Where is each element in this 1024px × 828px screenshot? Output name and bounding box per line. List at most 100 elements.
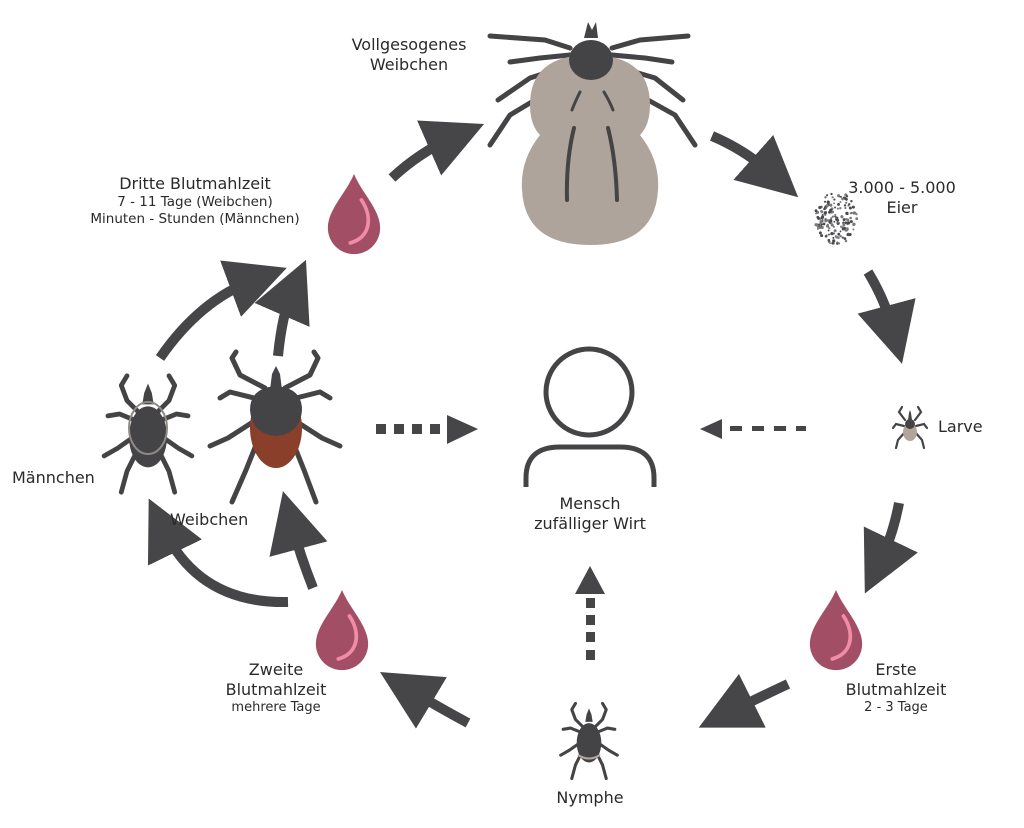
egg-dot (820, 210, 824, 214)
egg-dot (840, 195, 842, 198)
egg-dot (833, 229, 837, 233)
egg-dot (855, 217, 859, 221)
egg-dot (842, 223, 846, 227)
egg-dot (846, 233, 850, 237)
egg-dot (826, 200, 830, 204)
egg-dot (845, 227, 849, 231)
egg-dot (824, 234, 828, 238)
person-icon (523, 346, 657, 487)
egg-dot (848, 203, 851, 206)
egg-dot (840, 215, 844, 219)
egg-dot (826, 194, 829, 197)
egg-dot (846, 219, 850, 222)
egg-dot (839, 207, 842, 210)
arrow-third-meal-to-engorged (388, 120, 485, 182)
egg-dot (837, 221, 839, 224)
egg-dot (816, 227, 819, 230)
egg-dot (823, 211, 828, 215)
egg-dot (836, 207, 839, 210)
egg-dot (843, 237, 847, 240)
egg-dot (836, 218, 840, 222)
egg-dot (832, 236, 835, 239)
egg-dot (846, 221, 849, 225)
egg-dot (851, 205, 855, 209)
egg-dot (835, 235, 838, 238)
dashed-arrow-larva-to-human (700, 419, 806, 439)
arrow-second-meal-to-female (269, 491, 328, 590)
egg-dot (818, 231, 822, 235)
blood-drop-first-meal-icon (808, 587, 864, 673)
label-nymph: Nymphe (556, 788, 624, 807)
egg-dot (848, 232, 852, 237)
arrow-larva-to-first-meal (863, 502, 918, 594)
egg-dot (845, 218, 848, 221)
egg-dot (831, 196, 834, 199)
blood-drop-third-meal-icon (326, 171, 382, 257)
dotted-arrow-nymph-to-human (575, 566, 605, 660)
arrow-first-meal-to-nymph (698, 673, 791, 728)
eggs-cluster-icon (814, 192, 859, 245)
egg-dot (822, 222, 826, 226)
egg-dot (827, 238, 831, 242)
egg-dot (828, 208, 833, 213)
egg-dot (837, 232, 841, 236)
egg-dot (814, 209, 818, 213)
egg-dot (831, 241, 835, 245)
arrow-nymph-to-second-meal (379, 671, 471, 729)
arrow-female-to-third-meal (254, 259, 310, 357)
nymph-tick-icon (559, 701, 619, 781)
cycle-arrows (147, 120, 918, 729)
egg-dot (816, 224, 819, 227)
arrow-male-to-third-meal (155, 260, 287, 361)
egg-dot (818, 226, 822, 230)
incidental-host-arrows (376, 415, 806, 660)
egg-dot (823, 200, 827, 203)
label-engorged-female: Vollgesogenes Weibchen (351, 35, 467, 74)
egg-dot (852, 222, 856, 226)
egg-dot (845, 195, 849, 198)
egg-dot (842, 218, 846, 222)
egg-dot (834, 215, 837, 218)
egg-dot (825, 204, 829, 208)
egg-dot (843, 196, 847, 200)
egg-dot (839, 230, 842, 233)
egg-dot (844, 221, 848, 224)
egg-dot (830, 192, 833, 196)
egg-dot (815, 212, 817, 215)
egg-dot (849, 220, 853, 224)
egg-dot (852, 228, 855, 231)
arrow-engorged-to-eggs (710, 131, 799, 198)
egg-dot (827, 229, 830, 232)
egg-dot (820, 234, 824, 238)
egg-dot (836, 236, 840, 239)
label-female: Weibchen (170, 510, 249, 529)
egg-dot (819, 220, 823, 223)
egg-dot (837, 194, 840, 198)
egg-dot (845, 201, 848, 204)
egg-dot (839, 235, 842, 238)
egg-dot (836, 216, 839, 219)
egg-dot (833, 225, 835, 228)
egg-dot (850, 211, 853, 215)
egg-dot (831, 215, 835, 218)
female-tick-icon (207, 349, 343, 505)
egg-dot (845, 211, 849, 216)
label-third-meal: Dritte Blutmahlzeit 7 - 11 Tage (Weibche… (90, 174, 300, 227)
egg-dot (843, 204, 847, 207)
egg-dot (824, 219, 828, 223)
label-eggs: 3.000 - 5.000 Eier (848, 178, 956, 217)
engorged-tick-icon (487, 22, 698, 245)
egg-dot (820, 223, 823, 226)
egg-dot (848, 206, 852, 210)
arrow-eggs-to-larva (857, 269, 916, 364)
egg-dot (839, 225, 843, 228)
egg-dot (842, 221, 845, 224)
egg-dot (844, 239, 848, 243)
egg-dot (829, 203, 833, 207)
egg-dot (826, 219, 830, 222)
egg-dot (818, 205, 822, 210)
egg-dot (825, 224, 829, 228)
label-larva: Larve (938, 417, 983, 436)
egg-dot (824, 196, 827, 199)
egg-dot (828, 227, 831, 230)
